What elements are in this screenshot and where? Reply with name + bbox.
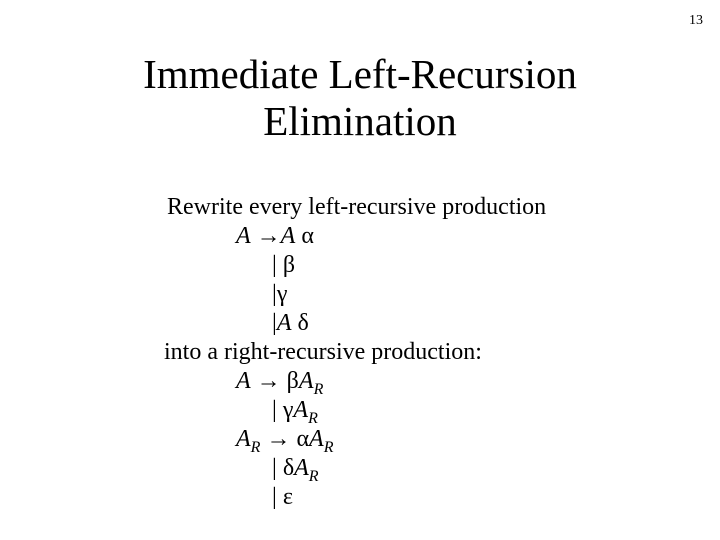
left-recursive-rule-2: | β xyxy=(272,251,295,279)
greek-symbol: γ xyxy=(276,281,288,307)
left-recursive-rule-1: A →A α xyxy=(236,222,314,250)
greek-symbol: δ xyxy=(282,455,295,481)
greek-symbol: β xyxy=(282,252,296,278)
greek-symbol: β xyxy=(286,368,299,394)
alternation-bar: | xyxy=(272,484,277,510)
nonterminal: A xyxy=(280,223,296,249)
right-recursive-rule-3: AR → αAR xyxy=(236,425,333,456)
greek-symbol: δ xyxy=(297,310,309,336)
subscript: R xyxy=(323,439,334,456)
transition-text: into a right-recursive production: xyxy=(164,339,482,365)
alternation-bar: | xyxy=(272,281,277,307)
nonterminal: A xyxy=(236,223,251,249)
slide-title-line-2: Elimination xyxy=(263,98,457,144)
greek-symbol: ε xyxy=(282,484,293,510)
greek-symbol: γ xyxy=(282,397,294,423)
intro-text: Rewrite every left-recursive production xyxy=(167,194,547,220)
alternation-bar: | xyxy=(272,252,277,278)
subscript: R xyxy=(250,439,261,456)
right-recursive-rule-1: A → βAR xyxy=(236,367,323,398)
right-recursive-rule-4: | δAR xyxy=(272,454,319,485)
subscript: R xyxy=(308,410,318,427)
subscript: R xyxy=(308,468,319,485)
nonterminal: A xyxy=(298,368,314,394)
nonterminal: A xyxy=(276,310,292,336)
alternation-bar: | xyxy=(272,310,277,336)
nonterminal: A xyxy=(293,397,309,423)
nonterminal: A xyxy=(236,368,251,394)
greek-symbol: α xyxy=(296,426,310,452)
nonterminal: A xyxy=(309,426,324,452)
subscript: R xyxy=(313,381,324,398)
slide-title-line-1: Immediate Left-Recursion xyxy=(143,51,577,97)
arrow-symbol: → xyxy=(256,223,281,249)
slide-number: 13 xyxy=(689,13,703,28)
alternation-bar: | xyxy=(272,397,277,423)
arrow-symbol: → xyxy=(266,426,291,452)
right-recursive-rule-5: | ε xyxy=(272,483,293,511)
greek-symbol: α xyxy=(301,223,314,249)
right-recursive-rule-2: | γAR xyxy=(272,396,318,427)
left-recursive-rule-3: |γ xyxy=(272,280,287,308)
left-recursive-rule-4: |A δ xyxy=(272,309,309,337)
arrow-symbol: → xyxy=(256,368,281,394)
nonterminal: A xyxy=(236,426,251,452)
alternation-bar: | xyxy=(272,455,277,481)
nonterminal: A xyxy=(294,455,309,481)
